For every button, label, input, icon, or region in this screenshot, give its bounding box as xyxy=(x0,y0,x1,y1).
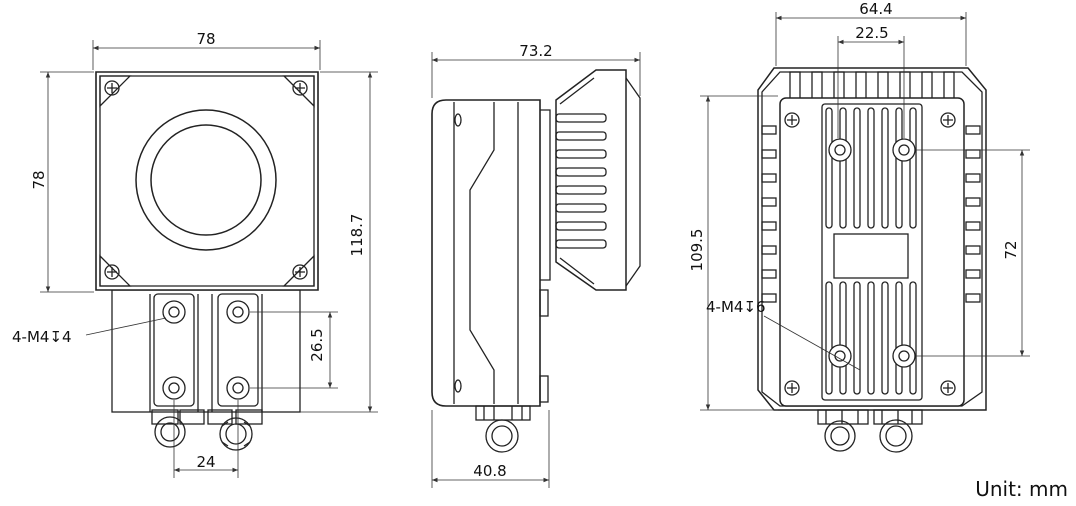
side-dimensions xyxy=(431,52,641,488)
front-width-label: 78 xyxy=(196,30,215,48)
front-connector-left xyxy=(154,416,186,448)
front-overall-height-label: 118.7 xyxy=(348,214,366,257)
back-hole-spacing-v-label: 72 xyxy=(1002,240,1020,259)
side-bottom-width-label: 40.8 xyxy=(473,462,506,480)
side-depth-label: 73.2 xyxy=(519,42,552,60)
back-height-label: 109.5 xyxy=(688,229,706,272)
back-view xyxy=(757,67,987,453)
front-mounting-holes xyxy=(162,300,250,400)
back-hole-callout: 4-M4↧6 xyxy=(706,298,766,316)
unit-label: Unit: mm xyxy=(975,477,1068,501)
front-hole-callout: 4-M4↧4 xyxy=(12,328,72,346)
front-hole-spacing-v-label: 26.5 xyxy=(308,328,326,361)
side-body xyxy=(431,99,541,407)
front-lens-inner xyxy=(150,124,262,236)
back-width-label: 64.4 xyxy=(859,0,892,18)
front-corner-screws xyxy=(104,80,308,280)
back-dimensions xyxy=(700,12,1030,411)
back-hole-spacing-h-label: 22.5 xyxy=(855,24,888,42)
front-hole-spacing-h-label: 24 xyxy=(196,453,215,471)
side-view xyxy=(431,69,641,453)
back-label-plate xyxy=(833,233,909,279)
front-connector-right xyxy=(219,417,253,451)
front-bracket xyxy=(111,289,301,413)
front-face xyxy=(95,71,319,291)
side-head xyxy=(555,69,627,291)
side-fins xyxy=(555,113,607,249)
front-height-label: 78 xyxy=(30,170,48,189)
back-connector-left xyxy=(824,420,856,452)
back-connector-right xyxy=(879,419,913,453)
back-mounting-holes xyxy=(828,138,916,368)
side-connector xyxy=(485,419,519,453)
front-view xyxy=(95,71,319,451)
back-corner-screws xyxy=(784,112,956,396)
front-lens-outer xyxy=(135,109,277,251)
back-ribs xyxy=(825,107,917,395)
front-dimensions xyxy=(40,40,378,478)
